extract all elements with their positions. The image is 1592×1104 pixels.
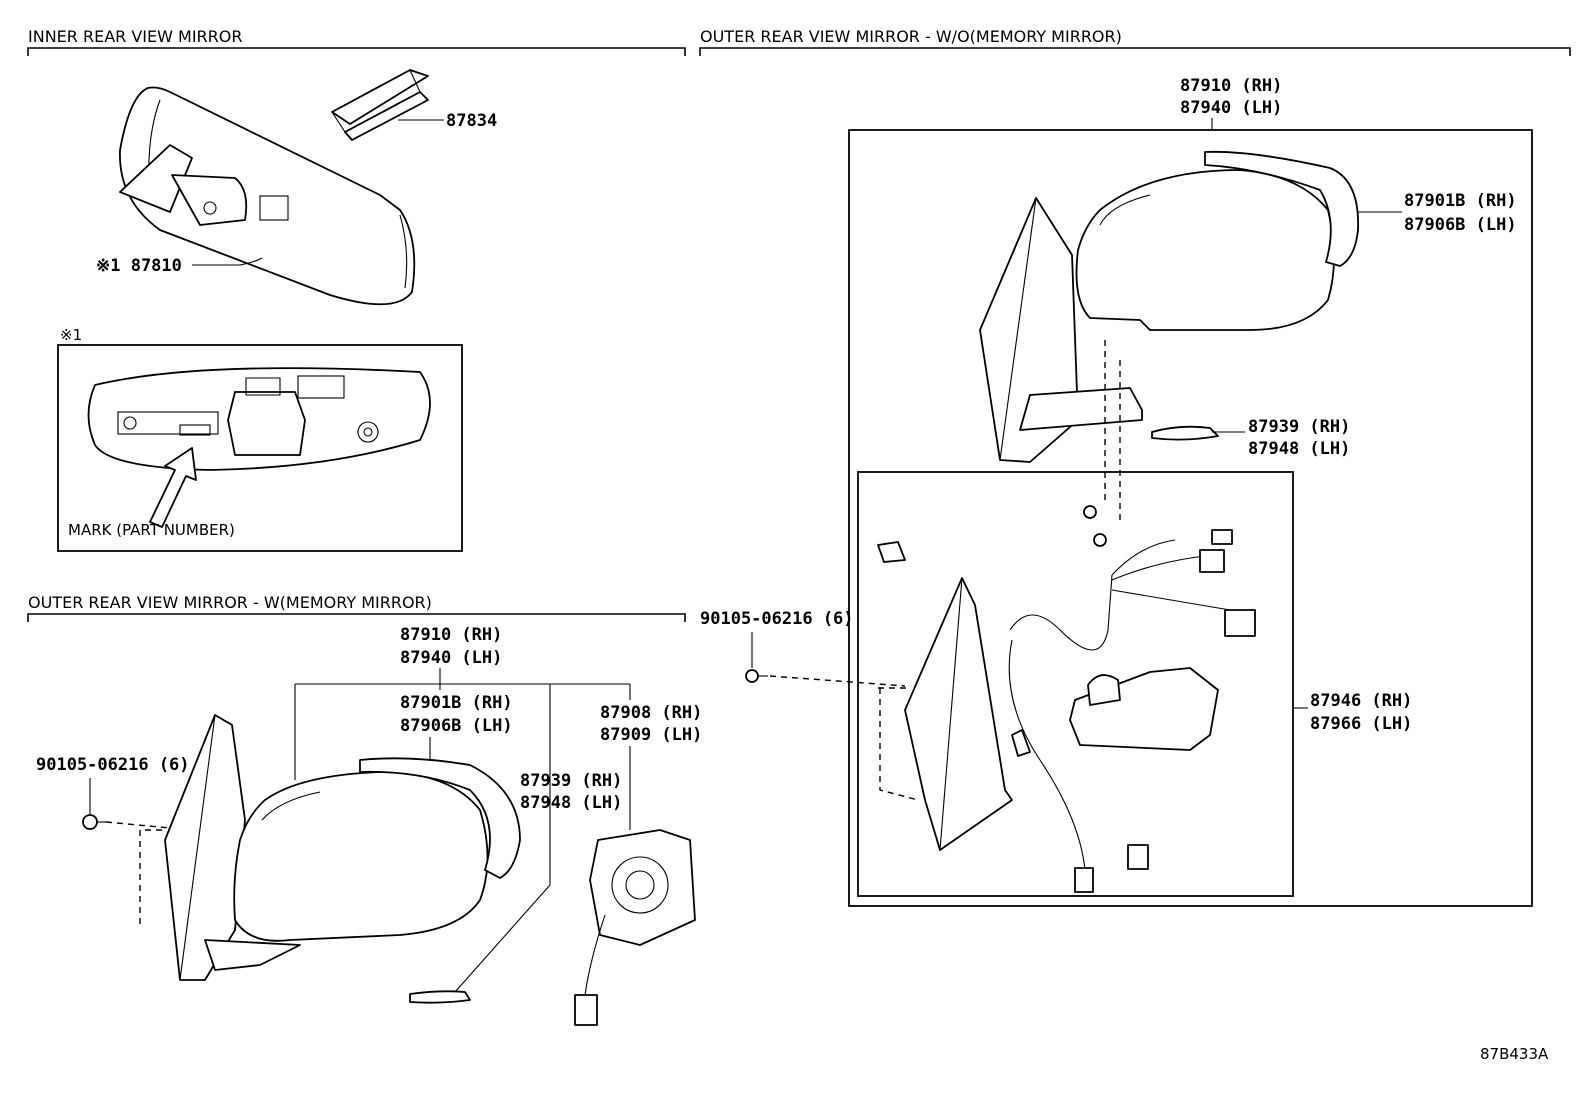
label-wo-retractor-rh: 87946 (RH) bbox=[1310, 691, 1412, 711]
inset-box bbox=[57, 344, 463, 552]
wo-assembly-box bbox=[848, 129, 1533, 907]
wo-mirror-cover-illustration bbox=[1151, 425, 1219, 441]
wo-retractor-illustration bbox=[877, 529, 1256, 893]
w-mirror-cover-illustration bbox=[409, 990, 471, 1004]
mirror-bracket-illustration bbox=[331, 69, 429, 141]
inset-mirror-back-illustration bbox=[87, 367, 431, 471]
leader-w-cover bbox=[454, 884, 551, 993]
label-wo-mirror-rh: 87901B (RH) bbox=[1404, 191, 1517, 211]
label-w-cover-rh: 87939 (RH) bbox=[520, 771, 622, 791]
label-w-motor-rh: 87908 (RH) bbox=[600, 703, 702, 723]
label-wo-assy-lh: 87940 (LH) bbox=[1180, 98, 1282, 118]
label-wo-retractor-lh: 87966 (LH) bbox=[1310, 714, 1412, 734]
wo-retractor-box bbox=[857, 471, 1294, 897]
wo-screw-illustration bbox=[745, 505, 1107, 683]
label-w-cover-lh: 87948 (LH) bbox=[520, 793, 622, 813]
figure-code: 87B433A bbox=[1480, 1045, 1549, 1063]
label-wo-cover-rh: 87939 (RH) bbox=[1248, 417, 1350, 437]
w-motor-illustration bbox=[574, 829, 696, 1026]
label-w-assy-lh: 87940 (LH) bbox=[400, 648, 502, 668]
label-wo-cover-lh: 87948 (LH) bbox=[1248, 439, 1350, 459]
mark-arrow bbox=[149, 447, 197, 528]
label-mark-part-number: MARK (PART NUMBER) bbox=[68, 521, 235, 539]
section-bracket-inner bbox=[27, 47, 686, 56]
wo-screw-dash bbox=[769, 675, 906, 687]
label-wo-screw: 90105-06216 (6) bbox=[700, 609, 854, 629]
section-title-inner: INNER REAR VIEW MIRROR bbox=[28, 27, 243, 46]
inset-title: ※1 bbox=[60, 326, 82, 344]
section-title-outer-w: OUTER REAR VIEW MIRROR - W(MEMORY MIRROR… bbox=[28, 593, 432, 612]
label-w-motor-lh: 87909 (LH) bbox=[600, 725, 702, 745]
label-wo-mirror-lh: 87906B (LH) bbox=[1404, 215, 1517, 235]
label-w-screw: 90105-06216 (6) bbox=[36, 755, 190, 775]
leader-87810 bbox=[192, 257, 263, 266]
w-mirror-housing-illustration bbox=[139, 714, 521, 981]
label-wo-assy-rh: 87910 (RH) bbox=[1180, 76, 1282, 96]
w-screw-illustration bbox=[82, 814, 106, 830]
label-w-assy-rh: 87910 (RH) bbox=[400, 625, 502, 645]
label-87810: ※1 87810 bbox=[96, 256, 182, 276]
label-w-mirror-lh: 87906B (LH) bbox=[400, 716, 513, 736]
w-screw-dash bbox=[105, 821, 171, 829]
section-title-outer-wo: OUTER REAR VIEW MIRROR - W/O(MEMORY MIRR… bbox=[700, 27, 1122, 46]
leader-w-tree bbox=[294, 668, 631, 885]
wo-mirror-housing-illustration bbox=[979, 150, 1359, 520]
section-bracket-outer-wo bbox=[699, 47, 1571, 56]
label-87834: 87834 bbox=[446, 111, 497, 131]
label-w-mirror-rh: 87901B (RH) bbox=[400, 693, 513, 713]
inner-mirror-illustration bbox=[119, 86, 416, 306]
section-bracket-outer-w bbox=[27, 613, 686, 622]
